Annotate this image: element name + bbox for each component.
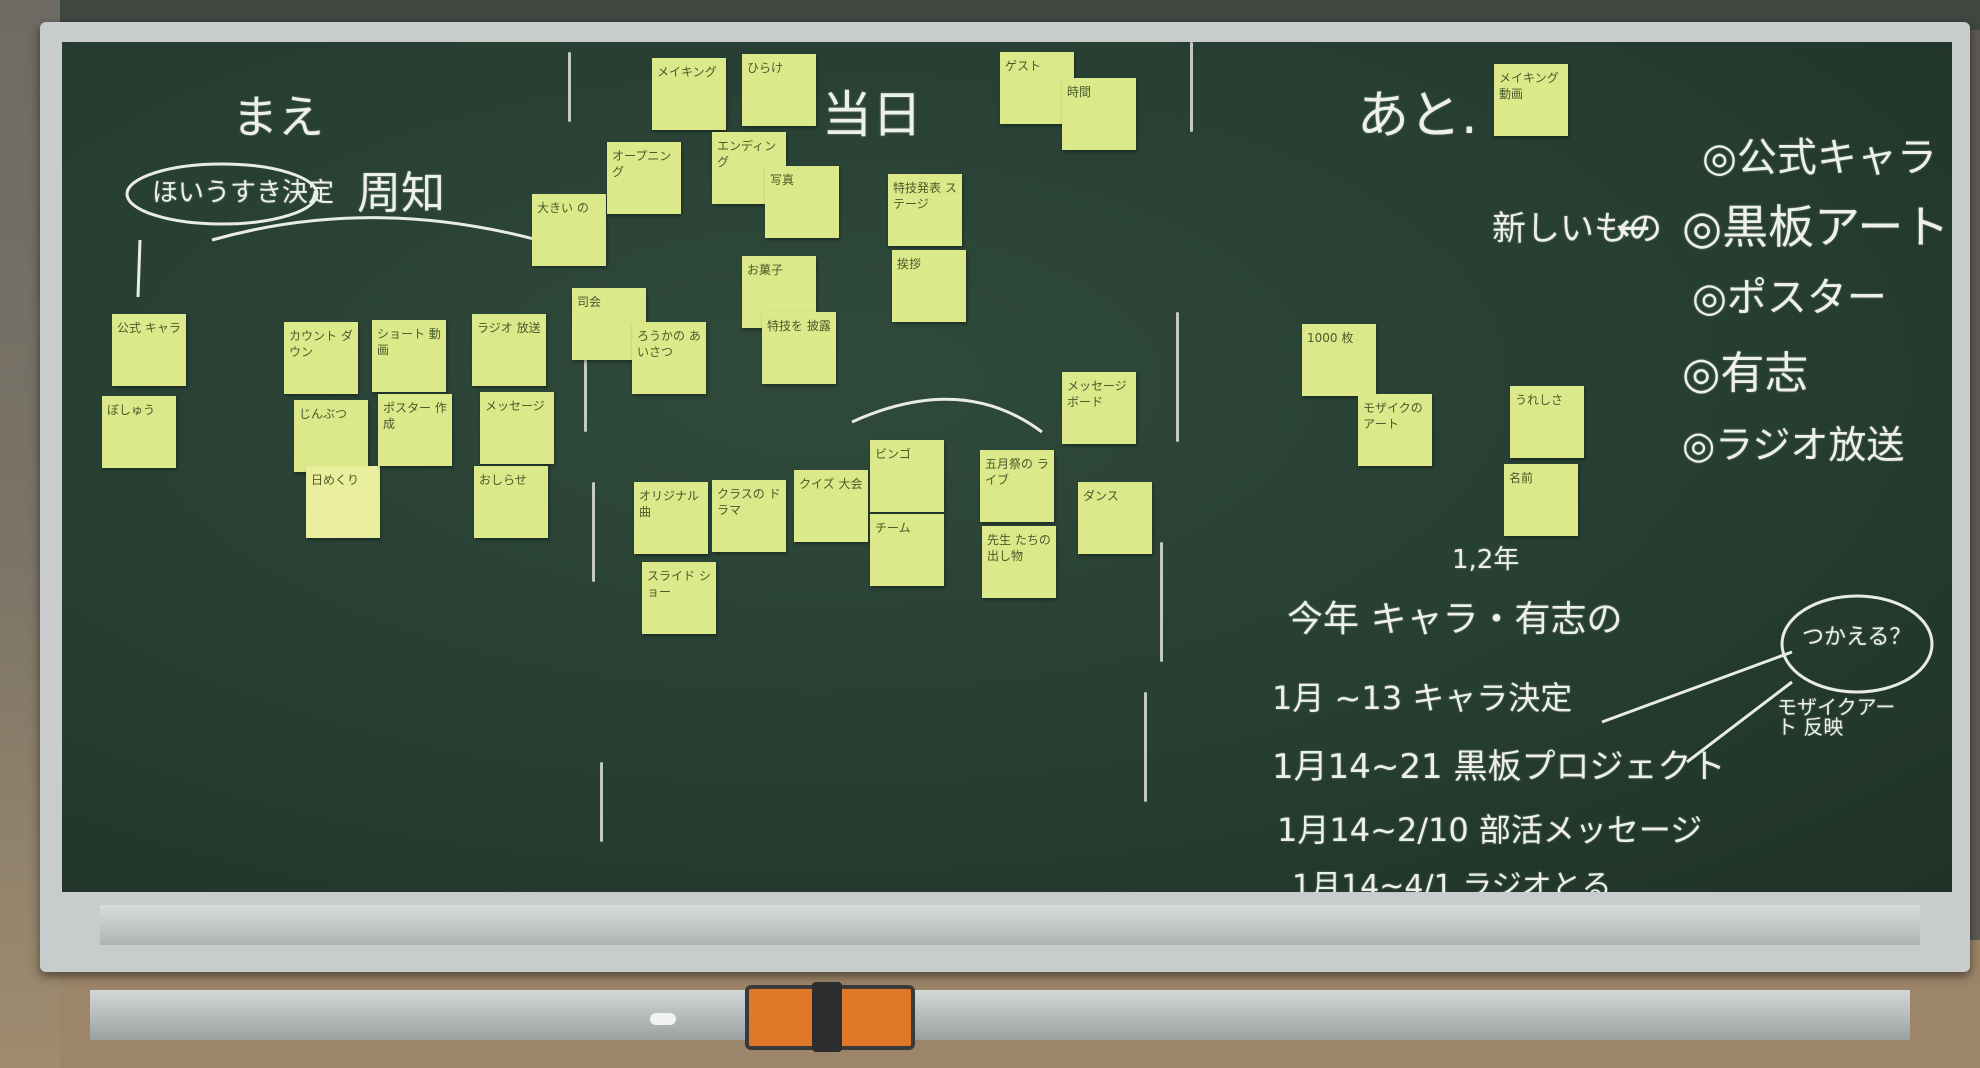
sticky-note: じんぶつ [294, 400, 368, 472]
sticky-note: 先生 たちの 出し物 [982, 526, 1056, 598]
column-divider [1190, 42, 1193, 132]
blackboard: まえ 当日 あと. ほいうすき決定 周知 ◎公式キャラ ◎黒板アート ◎ポスター… [62, 42, 1952, 892]
board-rail [90, 990, 1910, 1040]
sticky-note: メッセージ ボード [1062, 372, 1136, 444]
grade-label: 1,2年 [1452, 545, 1520, 575]
sticky-note: メイキング 動画 [1494, 64, 1568, 136]
plan-list-item: ◎ラジオ放送 [1682, 423, 1905, 467]
chalk-tray [100, 905, 1920, 945]
mosaic-art-note: モザイクアート 反映 [1777, 695, 1896, 739]
usable-bubble-text: つかえる？ [1802, 625, 1912, 650]
recruitment-bubble-text: ほいうすき決定 [152, 178, 335, 208]
sticky-note: メイキング [652, 58, 726, 130]
schedule-line: 1月14~21 黒板プロジェクト [1272, 747, 1726, 787]
column-divider [600, 762, 603, 842]
sticky-note: ポスター 作成 [378, 394, 452, 466]
column-divider [1160, 542, 1163, 662]
sticky-note: クイズ 大会 [794, 470, 868, 542]
column-divider [568, 52, 571, 122]
sticky-note: ビンゴ [870, 440, 944, 512]
sticky-note: 挨拶 [892, 250, 966, 322]
chalk-piece[interactable] [650, 1013, 676, 1025]
sticky-note: クラスの ドラマ [712, 480, 786, 552]
column-divider [1144, 692, 1147, 802]
plan-list-item: ◎黒板アート [1682, 200, 1950, 254]
sticky-note: ひらけ [742, 54, 816, 126]
sticky-note: カウント ダウン [284, 322, 358, 394]
sticky-note: 写真 [765, 166, 839, 238]
schedule-line: 1月 ~13 キャラ決定 [1272, 679, 1573, 717]
arrow-label: ← [1617, 205, 1651, 251]
notice-label: 周知 [357, 168, 445, 219]
sticky-note: ショート 動画 [372, 320, 446, 392]
sticky-note: オープニング [607, 142, 681, 214]
sticky-note: ろうかの あいさつ [632, 322, 706, 394]
plan-list-item: ◎有志 [1682, 348, 1809, 399]
sticky-note: 大きい の [532, 194, 606, 266]
eraser-grip [812, 982, 842, 1052]
sticky-note: うれしさ [1510, 386, 1584, 458]
schedule-heading: 今年 キャラ・有志の [1287, 599, 1623, 640]
sticky-note: 時間 [1062, 78, 1136, 150]
plan-list-item: ◎公式キャラ [1702, 135, 1937, 181]
sticky-note: ラジオ 放送 [472, 314, 546, 386]
sticky-note: モザイクの アート [1358, 394, 1432, 466]
plan-list-item: ◎ポスター [1692, 275, 1887, 321]
sticky-note: 公式 キャラ [112, 314, 186, 386]
sticky-note: 名前 [1504, 464, 1578, 536]
section-after-heading: あと. [1357, 86, 1478, 146]
sticky-note: 日めくり [306, 466, 380, 538]
section-before-heading: まえ [232, 90, 324, 144]
schedule-line: 1月14~4/1 ラジオとる [1292, 869, 1612, 893]
sticky-note: ダンス [1078, 482, 1152, 554]
sticky-note: 五月祭の ライブ [980, 450, 1054, 522]
new-items-label: 新しいもの [1492, 209, 1662, 249]
column-divider [1176, 312, 1179, 442]
sticky-note: スライド ショー [642, 562, 716, 634]
column-divider [584, 292, 587, 432]
sticky-note: オリジナル 曲 [634, 482, 708, 554]
sticky-note: ゲスト [1000, 52, 1074, 124]
sticky-note: 特技発表 ステージ [888, 174, 962, 246]
sticky-note: 特技を 披露 [762, 312, 836, 384]
schedule-line: 1月14~2/10 部活メッセージ [1277, 811, 1703, 849]
sticky-note: 1000 枚 [1302, 324, 1376, 396]
column-divider [592, 482, 595, 582]
sticky-note: チーム [870, 514, 944, 586]
sticky-note: ぼしゅう [102, 396, 176, 468]
chalk-drawings [125, 162, 1934, 764]
sticky-note: おしらせ [474, 466, 548, 538]
sticky-note: メッセージ [480, 392, 554, 464]
section-day-of-heading: 当日 [822, 86, 922, 144]
